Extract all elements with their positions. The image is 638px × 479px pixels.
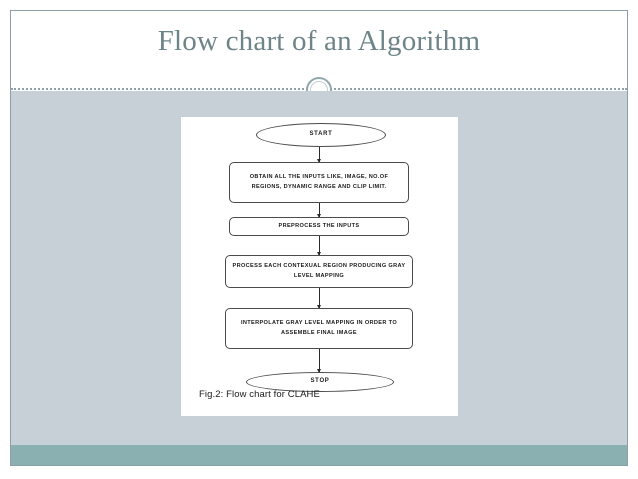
flow-node-start: START [256, 123, 386, 147]
flow-arrow-preprocess-process [317, 236, 321, 256]
flow-node-process-contextual-region: PROCESS EACH CONTEXUAL REGION PRODUCING … [225, 255, 413, 288]
flowchart: START OBTAIN ALL THE INPUTS LIKE, IMAGE,… [181, 117, 458, 416]
figure-panel: START OBTAIN ALL THE INPUTS LIKE, IMAGE,… [181, 117, 458, 416]
slide-footer [11, 445, 627, 465]
figure-caption: Fig.2: Flow chart for CLAHE [199, 389, 320, 400]
flow-node-obtain-inputs: OBTAIN ALL THE INPUTS LIKE, IMAGE, NO.OF… [229, 162, 409, 203]
flow-arrow-obtain-preprocess [317, 203, 321, 218]
slide-title-band: Flow chart of an Algorithm [11, 11, 627, 89]
flow-node-stop: STOP [246, 372, 394, 392]
flow-arrow-interpolate-stop [317, 349, 321, 373]
slide-body: START OBTAIN ALL THE INPUTS LIKE, IMAGE,… [11, 91, 627, 445]
flow-arrow-start-obtain [317, 147, 321, 163]
flow-arrow-process-interpolate [317, 288, 321, 309]
flow-node-preprocess-inputs: PREPROCESS THE INPUTS [229, 217, 409, 236]
flow-node-interpolate-mapping: INTERPOLATE GRAY LEVEL MAPPING IN ORDER … [225, 308, 413, 349]
slide: Flow chart of an Algorithm START OBTAIN … [10, 10, 628, 466]
page-title: Flow chart of an Algorithm [157, 25, 481, 57]
